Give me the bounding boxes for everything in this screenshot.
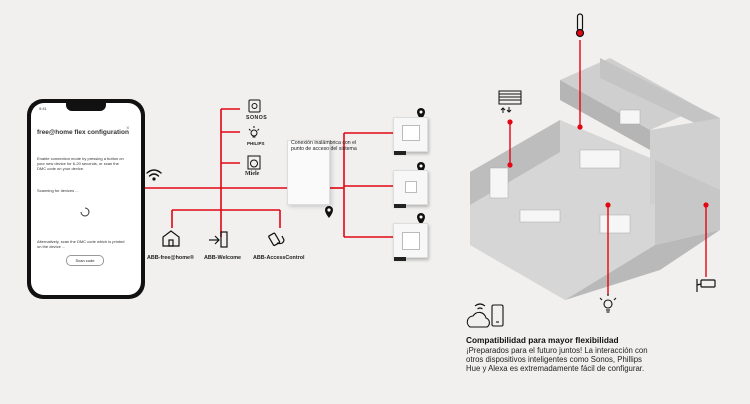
- app-label-welcome: ABB-Welcome: [204, 255, 242, 261]
- camera-icon: [696, 279, 716, 292]
- hand-key-icon: [268, 232, 285, 247]
- spinner-icon: [80, 207, 90, 217]
- blinds-icon: [498, 90, 522, 113]
- house-leader-lines: [509, 40, 707, 295]
- philips-label: PHILIPS: [247, 141, 265, 146]
- light-bulb-icon: [599, 294, 617, 313]
- app-label-access-control: ABB-AccessControl: [253, 255, 305, 261]
- miele-label: Miele: [245, 171, 260, 177]
- switch-device-3: [393, 223, 428, 261]
- config-instructions: Enable connection mode by pressing a but…: [37, 156, 124, 171]
- switch-base: [394, 151, 406, 155]
- switch-button: [405, 181, 417, 193]
- house-points: [507, 119, 709, 208]
- house-illustration: [470, 58, 720, 300]
- wifi-icon: [146, 169, 162, 181]
- bulb-icon: [248, 126, 260, 138]
- switch-device-1: [393, 117, 428, 155]
- switch-base: [394, 204, 406, 208]
- compat-title: Compatibilidad para mayor flexibilidad: [466, 335, 619, 345]
- phone-time: 9:41: [39, 106, 47, 111]
- compat-description: ¡Preparados para el futuro juntos! La in…: [466, 346, 648, 374]
- phone-screen: 9:41 × free@home flex configuration Enab…: [31, 103, 141, 295]
- thermometer-icon: [575, 13, 585, 38]
- door-entry-icon: [209, 231, 228, 248]
- switch-display: [402, 125, 420, 141]
- washing-machine-icon: [247, 155, 261, 170]
- sonos-label: SONOS: [246, 115, 268, 121]
- switch-base: [394, 257, 406, 261]
- scanning-status: Scanning for devices ...: [37, 188, 79, 193]
- config-title: free@home flex configuration: [37, 129, 129, 136]
- hub-location-pin-icon: [325, 206, 333, 218]
- scan-code-button[interactable]: Scan code: [66, 255, 104, 266]
- switch-device-2: [393, 170, 428, 208]
- connection-lines: [145, 108, 393, 238]
- system-access-point: [287, 140, 330, 205]
- switch-rocker: [402, 232, 420, 250]
- alternative-text: Alternatively, scan the DMC code which i…: [37, 239, 125, 249]
- hub-label: Conexión inalámbrica con el punto de acc…: [291, 140, 357, 153]
- app-label-free-at-home: ABB-free@home®: [147, 255, 194, 261]
- house-icon: [162, 230, 180, 247]
- phone-notch: [66, 103, 106, 111]
- close-icon[interactable]: ×: [126, 126, 130, 132]
- sonos-speaker-icon: [248, 99, 261, 113]
- smartphone-icon: [491, 304, 504, 327]
- cloud-wifi-icon: [466, 303, 490, 328]
- smartphone: 9:41 × free@home flex configuration Enab…: [27, 99, 145, 299]
